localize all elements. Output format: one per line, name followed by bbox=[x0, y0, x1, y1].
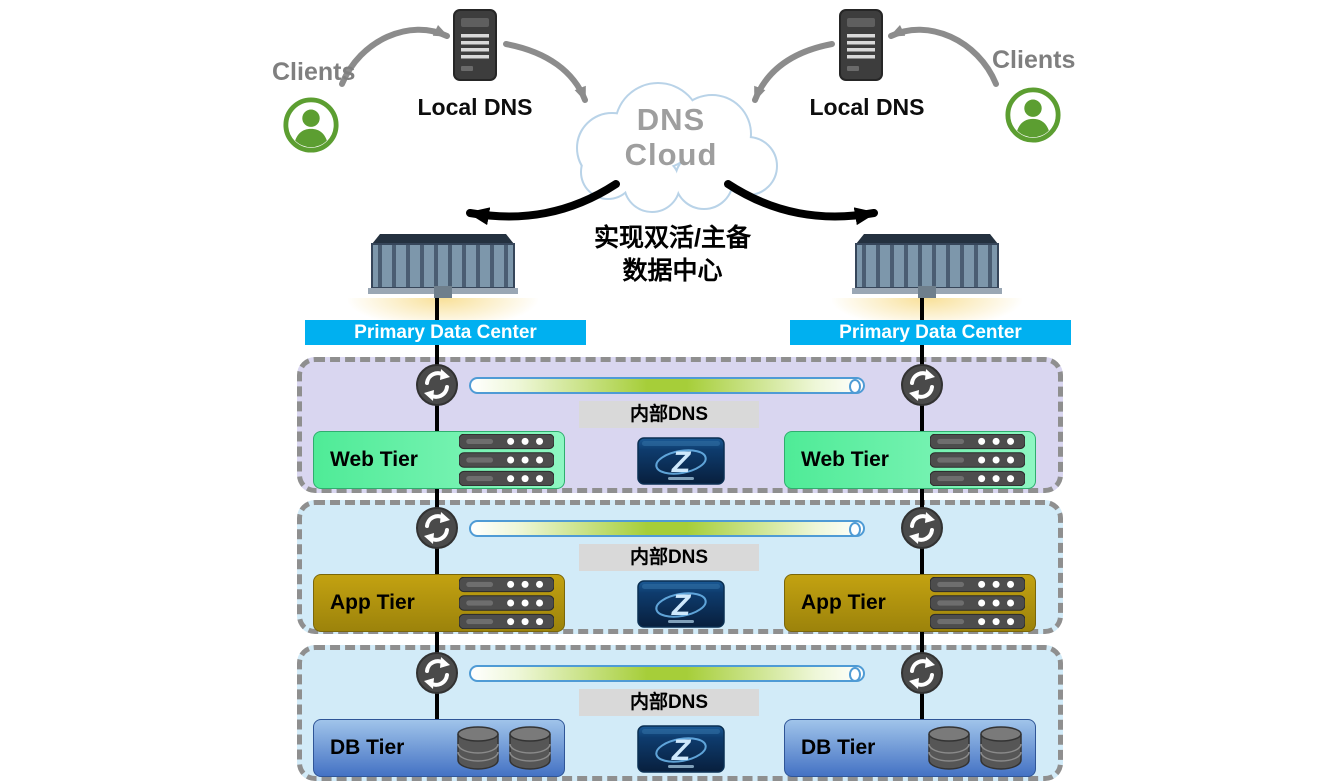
dns-cloud-line2: Cloud bbox=[624, 137, 718, 172]
database-cylinders-icon bbox=[454, 722, 554, 774]
sync-icon bbox=[415, 651, 459, 695]
internal-dns-label: 内部DNS bbox=[579, 689, 759, 716]
local-dns-label-left: Local DNS bbox=[417, 94, 533, 120]
sync-icon bbox=[415, 363, 459, 407]
tier-label: App Tier bbox=[330, 591, 415, 614]
primary-datacenter-banner-left: Primary Data Center bbox=[305, 320, 586, 345]
server-stack-icon bbox=[930, 577, 1025, 629]
clients-label-right: Clients bbox=[992, 46, 1076, 74]
sync-icon bbox=[900, 363, 944, 407]
replication-bar-end bbox=[849, 667, 861, 682]
db-tier-box-right: DB Tier bbox=[784, 719, 1036, 777]
local-dns-server-icon bbox=[452, 8, 498, 82]
sync-icon bbox=[900, 651, 944, 695]
tier-label: Web Tier bbox=[330, 448, 418, 471]
database-cylinders-icon bbox=[925, 722, 1025, 774]
client-person-icon bbox=[282, 96, 340, 154]
replication-bar bbox=[469, 665, 865, 682]
tier-label: DB Tier bbox=[801, 736, 876, 759]
app-tier-row: 内部DNS App Tier App Tier bbox=[297, 500, 1063, 634]
clients-label-left: Clients bbox=[272, 58, 356, 86]
caption-line2: 数据中心 bbox=[622, 257, 723, 285]
replication-bar-end bbox=[849, 522, 861, 537]
center-caption: 实现双活/主备 数据中心 bbox=[560, 222, 785, 288]
caption-line1: 实现双活/主备 bbox=[594, 224, 751, 252]
replication-bar bbox=[469, 520, 865, 537]
sync-icon bbox=[900, 506, 944, 550]
dns-cloud-label: DNS Cloud bbox=[596, 102, 746, 172]
zdns-appliance-icon bbox=[637, 725, 725, 773]
app-tier-box-right: App Tier bbox=[784, 574, 1036, 632]
server-stack-icon bbox=[459, 577, 554, 629]
sync-icon bbox=[415, 506, 459, 550]
internal-dns-label: 内部DNS bbox=[579, 401, 759, 428]
db-tier-box-left: DB Tier bbox=[313, 719, 565, 777]
tier-label: DB Tier bbox=[330, 736, 405, 759]
web-tier-box-right: Web Tier bbox=[784, 431, 1036, 489]
zdns-appliance-icon bbox=[637, 437, 725, 485]
app-tier-box-left: App Tier bbox=[313, 574, 565, 632]
local-dns-server-icon bbox=[838, 8, 884, 82]
tier-label: Web Tier bbox=[801, 448, 889, 471]
server-stack-icon bbox=[459, 434, 554, 486]
replication-bar bbox=[469, 377, 865, 394]
db-tier-row: 内部DNS DB Tier DB Tier bbox=[297, 645, 1063, 781]
tier-label: App Tier bbox=[801, 591, 886, 614]
internal-dns-label: 内部DNS bbox=[579, 544, 759, 571]
local-dns-label-right: Local DNS bbox=[809, 94, 925, 120]
datacenter-building-icon bbox=[852, 230, 1002, 302]
zdns-appliance-icon bbox=[637, 580, 725, 628]
datacenter-building-icon bbox=[368, 230, 518, 302]
server-stack-icon bbox=[930, 434, 1025, 486]
replication-bar-end bbox=[849, 379, 861, 394]
black-datacenter-arrows bbox=[466, 180, 878, 226]
dns-cloud-line1: DNS bbox=[636, 102, 706, 137]
primary-datacenter-banner-right: Primary Data Center bbox=[790, 320, 1071, 345]
client-person-icon bbox=[1004, 86, 1062, 144]
web-tier-row: 内部DNS Web Tier Web Tier bbox=[297, 357, 1063, 493]
web-tier-box-left: Web Tier bbox=[313, 431, 565, 489]
gray-dns-arrows bbox=[339, 24, 999, 103]
